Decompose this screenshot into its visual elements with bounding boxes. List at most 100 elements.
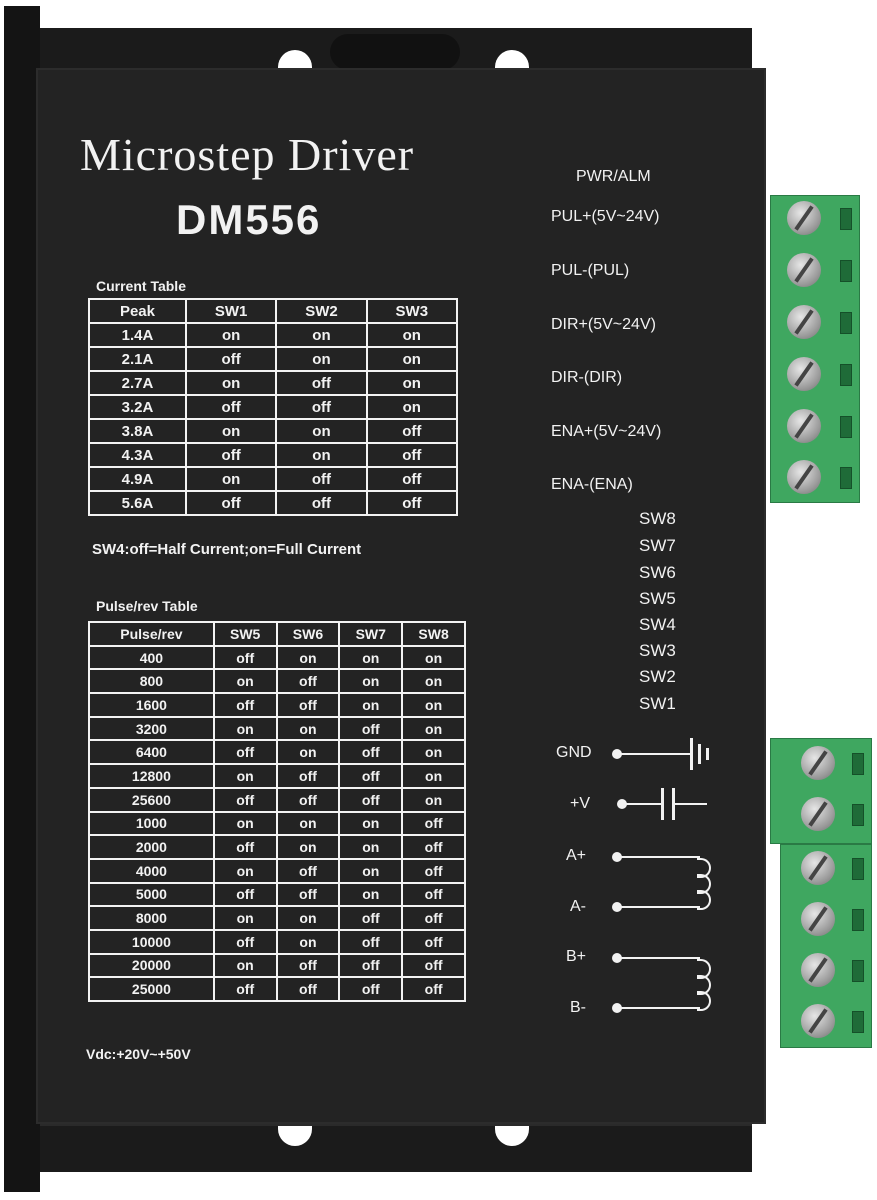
switch-state-cell: on (338, 857, 404, 884)
switch-state-cell: off (338, 739, 404, 766)
switch-state-cell: on (184, 418, 278, 444)
row-key-cell: 1000 (88, 810, 215, 837)
row-key-cell: 12800 (88, 763, 215, 789)
coil-b-winding (697, 991, 711, 1011)
header-cell: SW3 (365, 298, 459, 324)
switch-state-cell: off (338, 976, 404, 1002)
gnd-wire (620, 753, 690, 755)
switch-state-cell: off (338, 928, 404, 955)
switch-state-cell: off (275, 490, 368, 516)
terminal-slot (840, 364, 852, 386)
switch-state-cell: off (365, 490, 459, 516)
switch-state-cell: off (365, 466, 459, 492)
vplus-label: +V (570, 795, 591, 812)
row-key-cell: 400 (88, 644, 215, 671)
row-key-cell: 1.4A (88, 322, 187, 348)
switch-state-cell: off (275, 952, 341, 979)
b-plus-terminal-dot (612, 953, 622, 963)
screw-dir-minus[interactable] (787, 357, 821, 391)
row-key-cell: 3200 (88, 715, 215, 742)
row-key-cell: 25000 (88, 976, 215, 1002)
screw-ena-plus[interactable] (787, 409, 821, 443)
dip-label-sw3: SW3 (639, 641, 676, 660)
screw-a-minus[interactable] (801, 902, 835, 936)
switch-state-cell: off (338, 763, 404, 789)
switch-state-cell: off (212, 881, 278, 908)
gnd-terminal-dot (612, 749, 622, 759)
row-key-cell: 20000 (88, 952, 215, 979)
ground-symbol-plate (698, 744, 701, 764)
pulse-table-header-row: Pulse/rev SW5 SW6 SW7 SW8 (88, 621, 466, 647)
screw-b-plus[interactable] (801, 953, 835, 987)
mounting-hole-top-left (278, 50, 312, 70)
switch-state-cell: on (275, 810, 341, 837)
row-key-cell: 10000 (88, 928, 215, 955)
terminal-slot (840, 467, 852, 489)
switch-state-cell: on (275, 739, 341, 766)
dip-label-sw7: SW7 (639, 536, 676, 555)
switch-state-cell: off (275, 370, 368, 396)
switch-state-cell: off (365, 442, 459, 468)
switch-state-cell: off (184, 442, 278, 468)
switch-state-cell: off (338, 905, 404, 931)
row-key-cell: 800 (88, 668, 215, 695)
coil-a-wire-bottom (620, 906, 700, 908)
model-number: DM556 (176, 196, 322, 243)
switch-state-cell: off (401, 928, 466, 955)
header-cell: SW1 (184, 298, 278, 324)
switch-state-cell: on (184, 322, 278, 348)
coil-b-wire-top (620, 957, 700, 959)
screw-a-plus[interactable] (801, 851, 835, 885)
screw-b-minus[interactable] (801, 1004, 835, 1038)
gnd-label: GND (556, 744, 592, 761)
switch-state-cell: off (275, 976, 341, 1002)
row-key-cell: 2.1A (88, 346, 187, 372)
switch-state-cell: on (275, 834, 341, 860)
ena-minus-label: ENA-(ENA) (551, 476, 633, 493)
switch-state-cell: off (401, 976, 466, 1002)
switch-state-cell: on (275, 322, 368, 348)
terminal-slot (852, 858, 864, 880)
switch-state-cell: off (401, 857, 466, 884)
terminal-slot (852, 753, 864, 775)
switch-state-cell: off (212, 644, 278, 671)
dip-label-sw4: SW4 (639, 615, 676, 634)
switch-state-cell: off (275, 857, 341, 884)
switch-state-cell: on (401, 668, 466, 695)
screw-gnd[interactable] (801, 746, 835, 780)
ground-symbol-plate (706, 748, 709, 760)
switch-state-cell: on (275, 346, 368, 372)
switch-state-cell: on (212, 810, 278, 837)
ground-symbol-plate (690, 738, 693, 770)
switch-state-cell: on (275, 905, 341, 931)
screw-pul-plus[interactable] (787, 201, 821, 235)
switch-state-cell: on (338, 810, 404, 837)
pul-plus-label: PUL+(5V~24V) (551, 208, 660, 225)
switch-state-cell: on (338, 644, 404, 671)
header-cell: SW2 (275, 298, 368, 324)
screw-dir-plus[interactable] (787, 305, 821, 339)
case-side-shadow (4, 6, 40, 1192)
screw-pul-minus[interactable] (787, 253, 821, 287)
row-key-cell: 3.8A (88, 418, 187, 444)
screw-vplus[interactable] (801, 797, 835, 831)
a-plus-label: A+ (566, 847, 587, 864)
terminal-slot (852, 960, 864, 982)
switch-state-cell: on (212, 668, 278, 695)
switch-state-cell: off (275, 668, 341, 695)
b-minus-label: B- (570, 999, 586, 1016)
header-cell: Peak (88, 298, 187, 324)
screw-ena-minus[interactable] (787, 460, 821, 494)
switch-state-cell: on (275, 644, 341, 671)
row-key-cell: 5.6A (88, 490, 187, 516)
